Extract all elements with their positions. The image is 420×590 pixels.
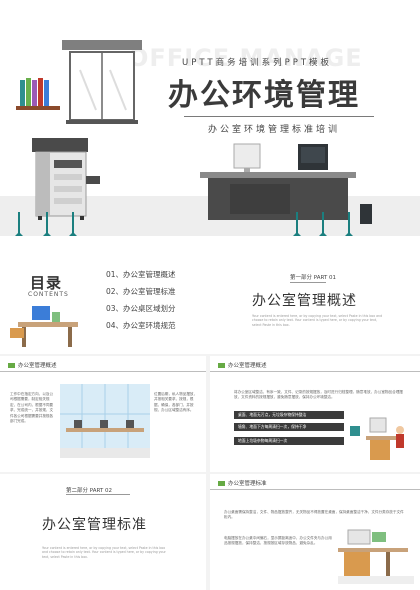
part2-slide[interactable]: 第二部分 PART 02 办公室管理标准 Your content is ent…	[0, 474, 206, 590]
cover-bottom-subtitle: 办公室环境管理标准培训	[208, 125, 341, 135]
rule-band: 桌面、地面无污点，无垃圾杂物保持整洁	[234, 411, 344, 419]
title-divider	[184, 116, 374, 117]
right-paragraph: 位置后期，私人物品摆放，并按相关要求，按规，根据，确保，各部门，并按规，办公区域…	[154, 392, 198, 413]
desk-worker-illustration	[350, 417, 404, 460]
contents-item[interactable]: 04、办公室环境规范	[106, 321, 176, 330]
header-divider	[0, 371, 206, 372]
overview-detail-slide[interactable]: 办公室管理概述 将办公室区域整洁、有序一致，文件、记录的按规摆放，及时进行归档整…	[210, 356, 420, 472]
contents-item[interactable]: 03、办公桌区域划分	[106, 304, 176, 313]
workspace-illustration	[338, 529, 414, 584]
contents-subtitle: CONTENTS	[28, 291, 69, 298]
header-divider	[210, 371, 420, 372]
part-divider	[290, 282, 326, 283]
rule-band: 墙角、地面下方每周清扫一次，保持干净	[234, 423, 344, 431]
part-description: Your content is entered here, or by copy…	[252, 314, 383, 327]
slide-header: 办公室管理标准	[218, 479, 267, 487]
contents-title: 目录	[30, 274, 63, 292]
header-divider	[210, 489, 420, 490]
office-desk-illustration	[10, 306, 78, 347]
contents-item[interactable]: 02、办公室管理标准	[106, 287, 176, 296]
slide-header: 办公室管理概述	[218, 361, 267, 369]
window-illustration	[62, 40, 142, 124]
desk-illustration	[200, 143, 372, 224]
watermark-text: OFFICE MANAGE	[128, 44, 363, 72]
overview-slide[interactable]: 办公室管理概述 工作中在指定方向，以及公司根据需要，制定相关规定，在公司内，根据…	[0, 356, 206, 472]
part-description: Your content is entered here, or by copy…	[42, 546, 166, 559]
top-paragraph: 将办公室区域整洁、有序一致，文件、记录的按规摆放，及时进行归档整理。随意堆放，办…	[234, 390, 403, 400]
part-title: 办公室管理概述	[252, 293, 357, 309]
cover-top-subtitle: UPTT商务培训系列PPT模板	[182, 58, 333, 68]
printer-illustration	[32, 138, 100, 220]
cover-title: 办公环境管理	[168, 78, 360, 113]
binders-icon	[16, 78, 60, 110]
part-label: 第一部分 PART 01	[290, 275, 337, 281]
left-paragraph: 工作中在指定方向，以及公司根据需要，制定相关规定，在公司内，根据不同要求，完成统…	[10, 392, 54, 423]
part-title: 办公室管理标准	[42, 517, 147, 533]
office-room-illustration	[60, 384, 150, 458]
slide-header: 办公室管理概述	[8, 361, 57, 369]
standard-slide[interactable]: 办公室管理标准 办公桌面需保持整洁，文件、物品摆放整齐，无关物品不得放置在桌面，…	[210, 474, 420, 590]
cover-slide[interactable]: OFFICE MANAGE UPTT商务培训系列PPT模板 办公环境管理 办公室…	[0, 0, 420, 236]
paragraph: 办公桌面需保持整洁，文件、物品摆放整齐，无关物品不得放置在桌面，保持桌面整洁干净…	[224, 510, 404, 520]
rule-band: 地面上垃圾杂物每周清扫一次	[234, 437, 344, 445]
part-label: 第二部分 PART 02	[66, 488, 113, 494]
contents-slide[interactable]: 目录 CONTENTS 01、办公室管理概述 02、办公室管理标准 03、办公桌…	[0, 236, 420, 354]
paragraph: 电脑摆放在办公桌中间偏右，显示屏距离适中，办公文件夹与办公用品按规摆放，保持整洁…	[224, 536, 332, 546]
contents-item[interactable]: 01、办公室管理概述	[106, 270, 176, 279]
part-divider	[66, 494, 130, 495]
